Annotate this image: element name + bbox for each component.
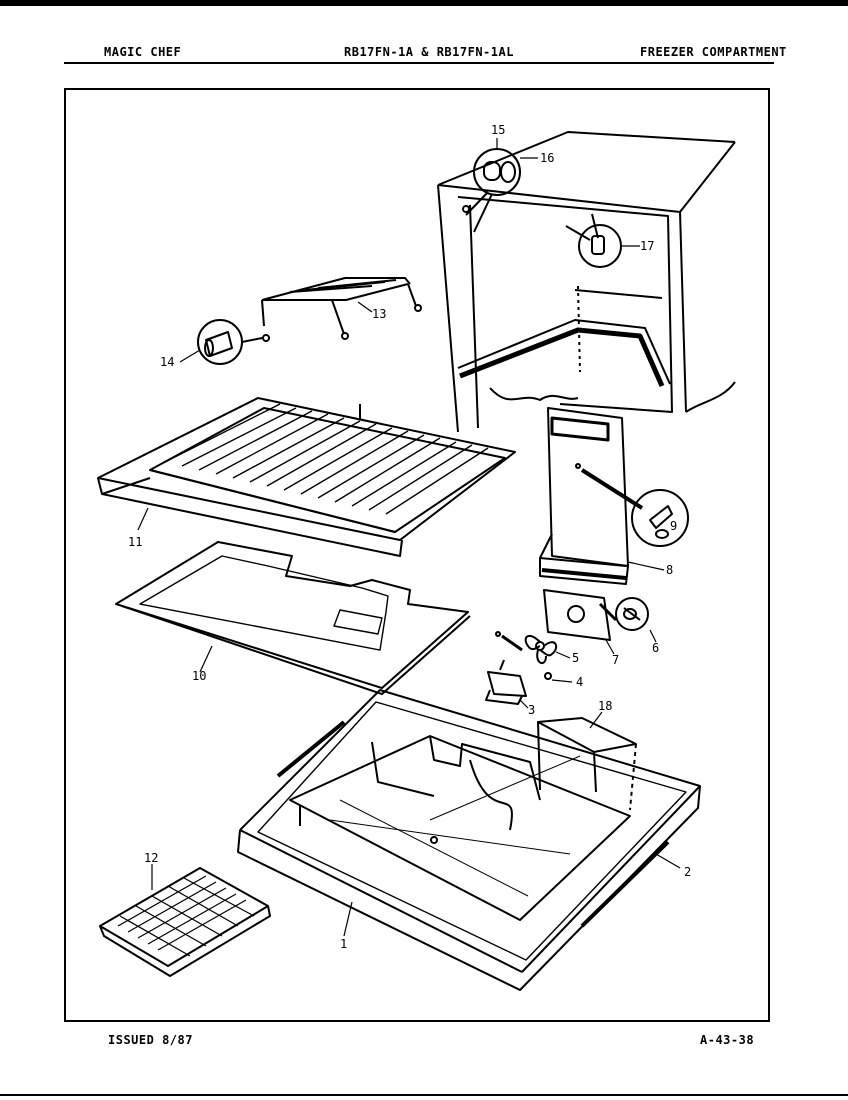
callout-15: 15 [491, 123, 505, 137]
shelf-bracket [261, 277, 422, 342]
callout-labels: 15 16 17 13 14 11 10 8 9 6 7 5 4 3 18 2 … [128, 123, 691, 951]
callout-7: 7 [612, 653, 619, 667]
fan-blade [495, 631, 558, 665]
page-code: A-43-38 [700, 1033, 755, 1047]
callout-13: 13 [372, 307, 386, 321]
brand-label: MAGIC CHEF [104, 45, 182, 59]
callout-5: 5 [572, 651, 579, 665]
grommet-detail [615, 597, 649, 631]
header-rule [64, 62, 774, 64]
insulation-block [537, 717, 637, 811]
callout-18: 18 [598, 699, 612, 713]
duct-clip-detail [631, 489, 689, 547]
section-label: FREEZER COMPARTMENT [640, 45, 787, 59]
ice-cube-tray [99, 867, 271, 977]
diagram-frame [64, 88, 770, 1022]
wire-shelf [97, 397, 516, 557]
callout-10: 10 [192, 669, 206, 683]
leader-lines [137, 138, 681, 937]
callout-9: 9 [670, 519, 677, 533]
top-border [0, 0, 848, 6]
model-label: RB17FN-1A & RB17FN-1AL [344, 45, 514, 59]
thermostat-detail [565, 213, 622, 268]
callout-2: 2 [684, 865, 691, 879]
callout-12: 12 [144, 851, 158, 865]
callout-3: 3 [528, 703, 535, 717]
bottom-border [0, 1094, 848, 1096]
light-socket-detail [462, 148, 521, 233]
insulation-panel [115, 541, 471, 695]
callout-8: 8 [666, 563, 673, 577]
fan-bracket [543, 589, 618, 641]
air-duct [539, 407, 644, 585]
callout-16: 16 [540, 151, 554, 165]
freezer-floor [237, 689, 701, 991]
callout-4: 4 [576, 675, 583, 689]
fan-motor [485, 659, 552, 705]
callout-1: 1 [340, 937, 347, 951]
callout-11: 11 [128, 535, 142, 549]
issued-date: ISSUED 8/87 [108, 1033, 193, 1047]
bracket-screw-detail [197, 319, 263, 365]
freezer-cabinet [437, 131, 736, 433]
callout-14: 14 [160, 355, 174, 369]
callout-6: 6 [652, 641, 659, 655]
callout-17: 17 [640, 239, 654, 253]
